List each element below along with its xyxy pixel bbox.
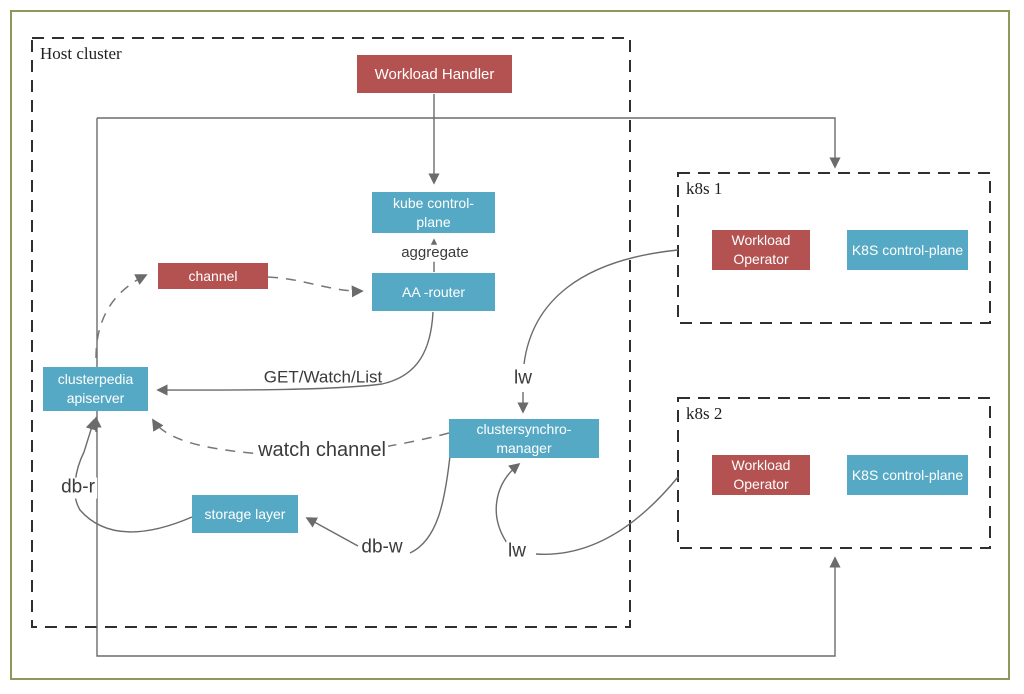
node-channel: channel: [158, 263, 268, 289]
host-cluster-title: Host cluster: [40, 44, 122, 63]
edge-aa-router-to-apiserver-get-watch-list: [156, 311, 434, 396]
edge-k8s2-to-lw: [535, 476, 679, 555]
host-cluster-boundary: [31, 37, 631, 628]
node-clustersynchro-manager: clustersynchro-manager: [449, 419, 599, 458]
node-workload-handler: Workload Handler: [357, 55, 512, 93]
node-kube-control-plane: kube control-plane: [372, 192, 495, 233]
label-db-w: db-w: [359, 536, 405, 559]
edge-manager-to-db-w: [409, 455, 451, 554]
label-watch-channel: watch channel: [256, 439, 388, 461]
node-storage-layer: storage layer: [192, 495, 298, 533]
label-aggregate: aggregate: [399, 243, 471, 262]
fanout-connector-to-k8s1: [97, 117, 841, 169]
edge-storage-layer-to-apiserver-db-r: [74, 418, 193, 533]
node-aa-router: AA -router: [372, 273, 495, 311]
edge-db-w-to-storage-layer: [305, 517, 359, 547]
edge-manager-to-apiserver-watch-channel: [152, 418, 450, 457]
label-db-r: db-r: [59, 476, 97, 499]
edge-lw-to-manager-bottom: [495, 462, 521, 544]
k8s1-boundary: [677, 172, 991, 324]
k8s2-boundary: [677, 397, 991, 549]
node-k8s2-control-plane: K8S control-plane: [847, 455, 968, 495]
node-k8s1-control-plane: K8S control-plane: [847, 230, 968, 270]
edge-channel-to-aa-router-dashed: [267, 276, 364, 298]
node-k8s2-workload-operator: Workload Operator: [712, 455, 810, 495]
edge-apiserver-to-channel-dashed: [95, 274, 148, 359]
label-get-watch-list: GET/Watch/List: [263, 367, 383, 387]
node-k8s1-workload-operator: Workload Operator: [712, 230, 810, 270]
k8s1-title: k8s 1: [686, 179, 723, 198]
outer-frame: [10, 10, 1010, 680]
edge-k8s1-to-lw: [523, 249, 679, 365]
k8s2-title: k8s 2: [686, 404, 723, 423]
label-lw-bottom: lw: [506, 540, 528, 563]
node-clusterpedia-apiserver: clusterpedia apiserver: [43, 367, 148, 411]
label-lw-top: lw: [512, 367, 534, 390]
